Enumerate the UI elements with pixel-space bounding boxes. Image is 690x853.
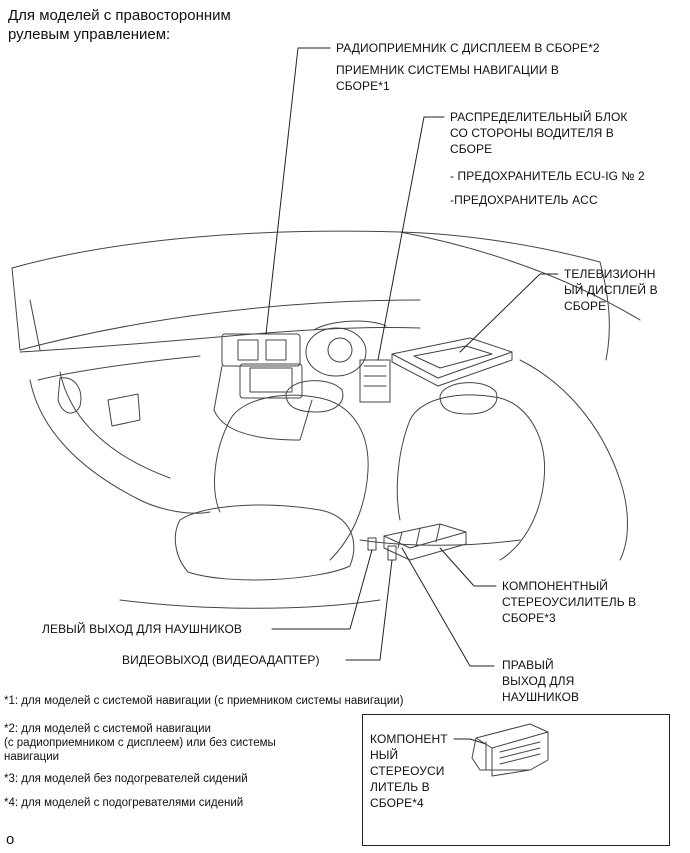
footnote-3: *3: для моделей без подогревателей сиден… [4,773,248,785]
corner-mark: o [6,831,15,848]
label-tv-display: ТЕЛЕВИЗИОНН ЫЙ ДИСПЛЕЙ В СБОРЕ [564,267,658,313]
label-video-out: ВИДЕОВЫХОД (ВИДЕОАДАПТЕР) [122,653,320,667]
center-stack-screen-1 [237,339,259,361]
floor-line-2 [359,539,521,546]
label-right-headphone: ПРАВЫЙ ВЫХОД ДЛЯ НАУШНИКОВ [502,658,580,704]
label-amplifier-4: КОМПОНЕНТ НЫЙ СТЕРЕОУСИ ЛИТЕЛЬ В СБОРЕ*4 [370,732,448,810]
left-headphone-jack [367,537,377,551]
windshield-lower-edge [19,299,421,351]
dashboard-top [19,326,421,353]
front-seat-right-back [409,394,546,561]
steering-hub [327,337,353,363]
leader-radio [265,47,331,335]
front-seat-right-side [396,419,411,521]
page-heading: Для моделей с правосторонним рулевым упр… [8,7,231,43]
footnote-1: *1: для моделей с системой навигации (с … [4,695,404,707]
leader-junction-block [377,116,445,361]
front-seat-left-side [214,419,231,513]
dashboard-front [37,355,201,381]
center-stack-nav [239,363,303,399]
front-seat-left-cushion [174,504,355,581]
center-stack-nav-screen [249,367,293,393]
front-seat-left-back [229,394,369,561]
junction-block-detail [363,365,387,387]
footnote-2: *2: для моделей с системой навигации (с … [4,723,276,763]
amplifier-4-illustration [471,723,549,777]
leader-amplifier [439,547,497,587]
left-door [29,379,211,514]
tv-display-edge [391,351,513,387]
windshield-outline [11,230,601,269]
label-fuse-acc: -ПРЕДОХРАНИТЕЛЬ ACC [450,193,598,207]
floor-line [119,599,381,609]
center-console [213,365,313,441]
tv-display-housing [391,337,513,379]
right-door [519,359,628,561]
center-stack-screen-2 [265,339,287,361]
center-stack-radio [221,333,301,367]
amplifier-side [383,531,467,561]
junction-block-box [359,359,391,403]
front-seat-left-headrest [285,380,344,413]
label-radio: РАДИОПРИЕМНИК С ДИСПЛЕЕМ В СБОРЕ*2 [336,41,600,55]
inset-box-amplifier-4 [362,714,670,846]
label-amplifier: КОМПОНЕНТНЫЙ СТЕРЕОУСИЛИТЕЛЬ В СБОРЕ*3 [502,579,637,625]
steering-wheel [305,327,367,377]
front-seat-right-headrest [439,382,498,415]
leader-amplifier-4 [453,738,487,745]
label-fuse-ecu: - ПРЕДОХРАНИТЕЛЬ ECU-IG № 2 [450,169,645,183]
amplifier-body [383,523,467,549]
leader-left-headphone [271,549,373,630]
leader-right-headphone [401,547,495,667]
a-pillar-left [11,267,41,351]
instrument-cluster [313,320,387,331]
footnote-4: *4: для моделей с подогревателями сидени… [4,797,244,809]
left-mirror [57,377,82,414]
tv-display-inner [413,345,493,369]
amplifier-bracket [397,523,441,549]
right-pillar [599,261,610,361]
leader-video-out [345,559,393,661]
left-vent [107,393,141,427]
label-left-headphone: ЛЕВЫЙ ВЫХОД ДЛЯ НАУШНИКОВ [42,622,242,636]
left-door-inner [59,371,171,479]
roof-line [399,231,641,321]
label-nav-receiver: ПРИЕМНИК СИСТЕМЫ НАВИГАЦИИ В СБОРЕ*1 [336,63,559,93]
label-junction-block: РАСПРЕДЕЛИТЕЛЬНЫЙ БЛОК СО СТОРОНЫ ВОДИТЕ… [450,110,628,156]
leader-tv-display [459,273,559,353]
